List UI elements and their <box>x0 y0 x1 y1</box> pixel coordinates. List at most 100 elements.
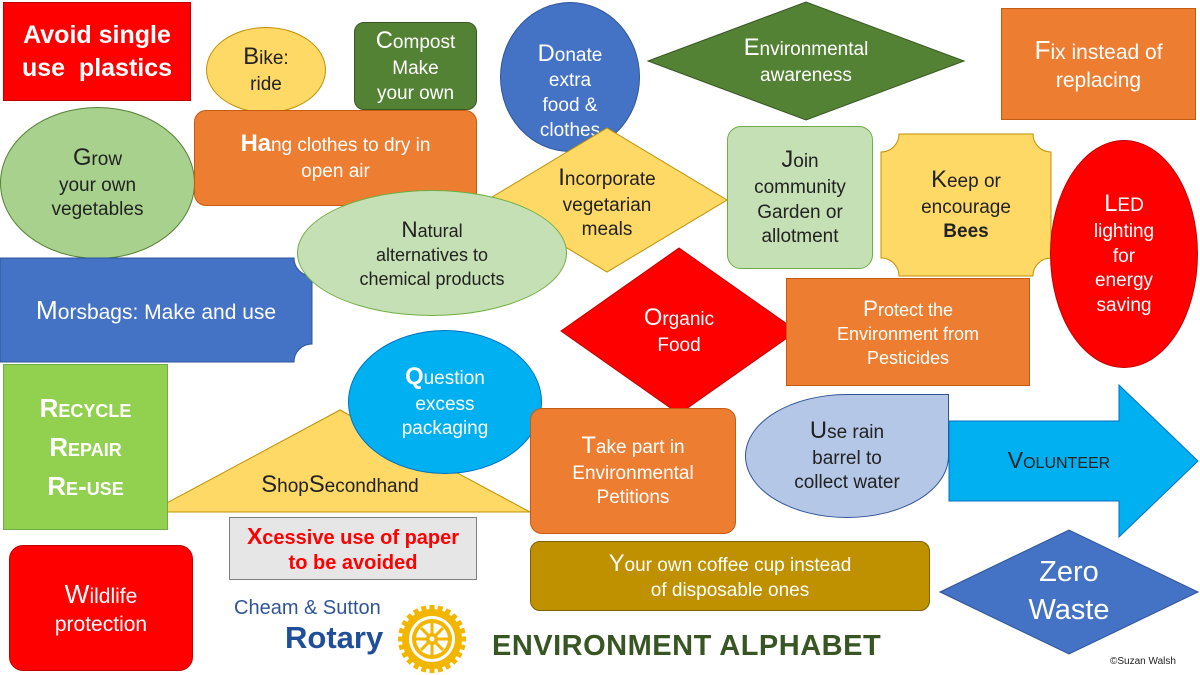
tile-q-line3: packaging <box>401 418 489 440</box>
rotary-gear-tooth <box>406 613 414 621</box>
tile-m-shape <box>0 257 313 363</box>
tile-y-line2: of disposable ones <box>650 579 810 601</box>
tile-organic-food: Organic Food <box>561 248 797 414</box>
tile-morsbags: Morsbags: Make and use <box>0 258 312 362</box>
tile-n-rest: atural <box>417 220 463 241</box>
tile-i-rest: ncorporate <box>564 168 656 190</box>
tile-c-line3: your own <box>376 82 455 104</box>
tile-r-line2: Repair <box>49 431 122 462</box>
tile-s-rest-2: econdhand <box>324 475 419 497</box>
copyright-credit: ©Suzan Walsh <box>1110 656 1176 667</box>
tile-j-line3: Garden or <box>757 201 843 223</box>
tile-join-community-garden: Join community Garden or allotment <box>727 126 873 269</box>
rotary-gear-tooth <box>406 657 414 665</box>
tile-d-line2: extra <box>548 70 592 92</box>
tile-k-line2: encourage <box>921 196 1011 218</box>
tile-question-packaging: Question excess packaging <box>348 330 542 474</box>
tile-o-rest: rganic <box>662 309 715 331</box>
tile-u-rest: se rain <box>827 421 885 443</box>
tile-c-line2: Make <box>392 57 439 79</box>
tile-o-initial: O <box>643 304 663 332</box>
tile-e-line2: awareness <box>760 65 852 87</box>
rotary-gear-tooth <box>398 636 404 642</box>
tile-y-initial: Y <box>608 550 625 578</box>
tile-t-line2: Environmental <box>572 462 694 484</box>
tile-s-initial-2: S <box>308 470 325 498</box>
tile-u-line3: collect water <box>794 472 900 494</box>
tile-natural-alternatives: Natural alternatives to chemical product… <box>297 190 567 316</box>
tile-h-initial: Ha <box>240 130 271 157</box>
rotary-gear-tooth <box>436 665 444 673</box>
tile-environmental-awareness: Environmental awareness <box>648 2 964 120</box>
tile-g-initial: G <box>72 143 92 171</box>
rotary-gear-tooth <box>458 627 466 635</box>
tile-l-initial: L <box>1104 190 1118 218</box>
tile-k-line3: Bees <box>943 221 989 243</box>
tile-xcessive-paper: Xcessive use of paper to be avoided <box>229 517 477 580</box>
tile-k-shape <box>880 133 1052 277</box>
tile-b-initial: B <box>243 43 260 71</box>
tile-q-line2: excess <box>415 393 475 415</box>
rotary-gear-tooth <box>398 643 406 651</box>
tile-e-rest: nvironmental <box>759 39 869 61</box>
rotary-gear-tooth <box>412 661 421 670</box>
tile-t-line3: Petitions <box>596 487 670 509</box>
rotary-gear-tooth <box>429 605 435 611</box>
tile-i-line2: vegetarian <box>562 194 652 216</box>
rotary-gear-tooth <box>450 657 458 665</box>
tile-n-line2: alternatives to <box>375 245 489 266</box>
tile-d-line3: food & <box>542 95 598 117</box>
tile-your-own-coffee-cup: Your own coffee cup instead of disposabl… <box>530 541 930 611</box>
tile-keep-bees: Keep or encourage Bees <box>881 134 1051 276</box>
tile-compost: Compost Make your own <box>354 22 477 110</box>
tile-t-rest: ake part in <box>595 436 685 458</box>
tile-j-rest: oin <box>793 151 819 173</box>
tile-f-initial: F <box>1034 35 1051 66</box>
tile-use-rain-barrel: Use rain barrel to collect water <box>745 394 949 518</box>
rotary-gear-tooth <box>460 636 466 642</box>
tile-avoid-single-use-plastics: Avoid single use plastics <box>3 2 191 101</box>
tile-m-initial: M <box>35 294 58 325</box>
rotary-gear-tooth <box>401 650 410 659</box>
tile-n-line3: chemical products <box>359 268 505 289</box>
tile-l-line3: for <box>1112 245 1136 267</box>
tile-i-line3: meals <box>581 219 633 241</box>
tile-m-rest: orsbags: Make and use <box>57 300 277 324</box>
tile-i-initial: I <box>558 163 565 191</box>
tile-h-rest: ng clothes to dry in <box>270 135 431 156</box>
tile-e-initial: E <box>743 34 760 62</box>
rotary-gear-tooth <box>420 665 428 673</box>
rotary-gear-tooth <box>443 661 452 670</box>
tile-k-rest: eep or <box>946 170 1001 192</box>
tile-r-line3: Re-use <box>47 470 124 501</box>
rotary-gear-tooth <box>454 650 463 659</box>
rotary-wheel-icon <box>398 605 466 673</box>
tile-x-rest: cessive use of paper <box>262 526 460 549</box>
tile-volunteer: Volunteer <box>949 421 1169 501</box>
tile-b-rest: ike: <box>259 48 289 70</box>
tile-bike-ride: Bike: ride <box>206 27 326 113</box>
tile-x-initial: X <box>246 522 263 549</box>
tile-q-rest: uestion <box>423 367 485 389</box>
tile-p-line3: Pesticides <box>866 347 950 368</box>
tile-recycle-repair-reuse: Recycle Repair Re-use <box>3 364 168 530</box>
tile-s-initial-1: S <box>261 470 278 498</box>
club-name-line2: Rotary <box>285 620 384 655</box>
tile-p-initial: P <box>862 295 878 321</box>
tile-b-line2: ride <box>250 74 282 96</box>
rotary-gear-tooth <box>429 667 435 673</box>
tile-n-initial: N <box>401 216 418 242</box>
tile-t-initial: T <box>581 431 596 459</box>
tile-j-initial: J <box>781 146 794 174</box>
tile-g-line3: vegetables <box>51 199 144 221</box>
tile-g-rest: row <box>91 148 123 170</box>
rotary-gear-tooth <box>443 608 452 617</box>
tile-z-shape <box>938 529 1200 655</box>
tile-l-line5: saving <box>1096 295 1152 317</box>
tile-d-line4: clothes <box>539 119 601 141</box>
tile-v-line1: Volunteer <box>1007 447 1111 474</box>
tile-z-line2: Waste <box>1028 594 1110 626</box>
tile-l-line2: lighting <box>1093 221 1155 243</box>
tile-k-initial: K <box>931 165 947 193</box>
tile-e-shape <box>646 1 966 121</box>
